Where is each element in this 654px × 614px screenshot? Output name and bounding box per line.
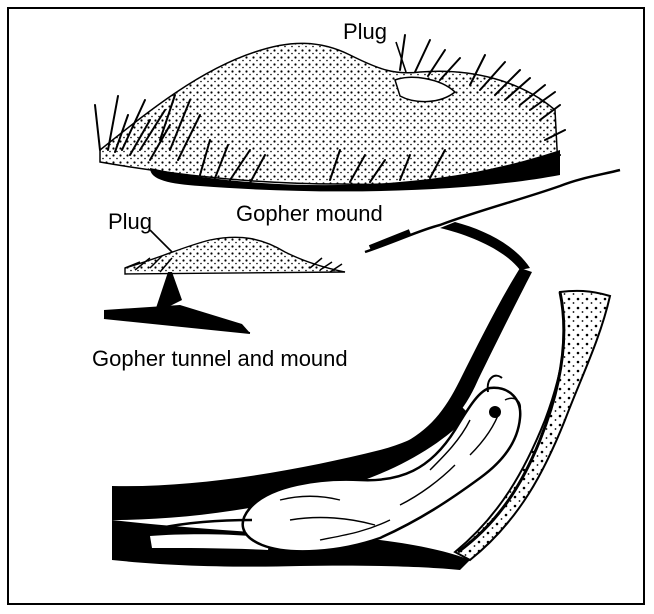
plug-label-top: Plug: [343, 21, 387, 43]
large-mound: [100, 43, 560, 191]
plug-left-pointer: [150, 230, 172, 252]
gopher-mound-label: Gopher mound: [236, 203, 383, 225]
plug-label-left: Plug: [108, 211, 152, 233]
tunnel-and-mound-label: Gopher tunnel and mound: [92, 348, 348, 370]
small-mound-diagram: [104, 237, 345, 333]
